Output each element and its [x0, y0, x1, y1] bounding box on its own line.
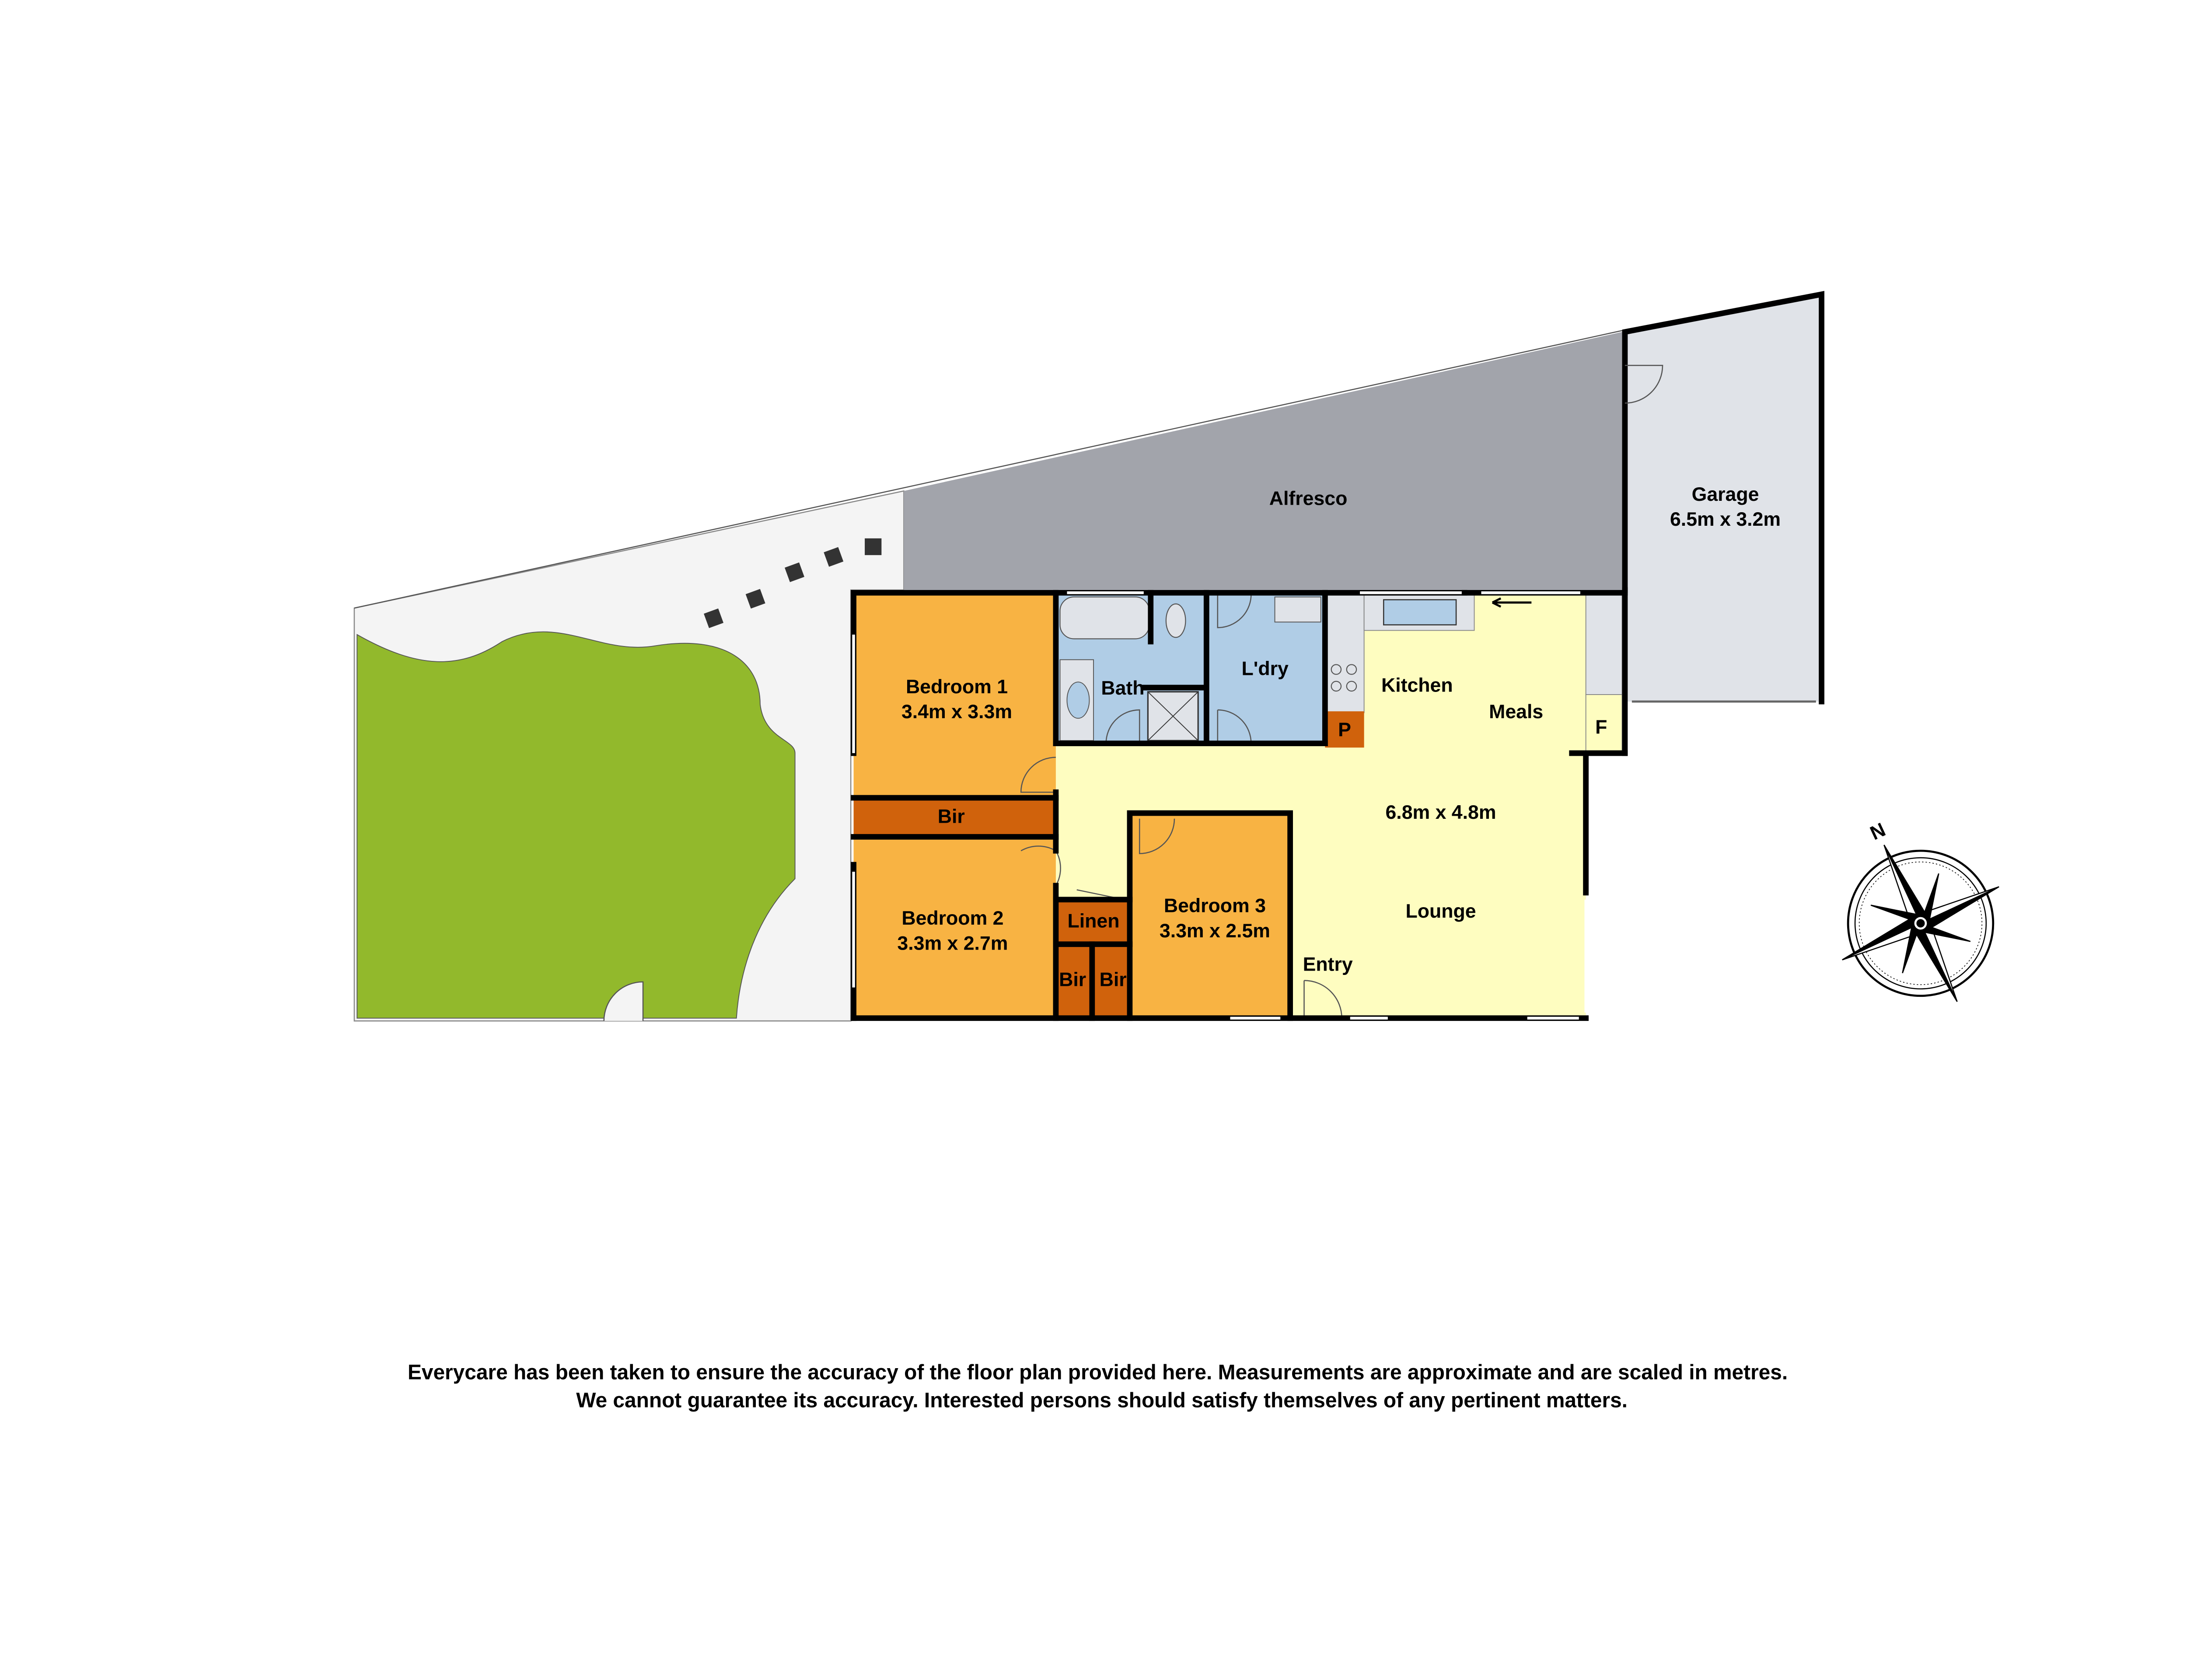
bedroom1-label: Bedroom 1 [906, 676, 1008, 698]
living-area [1055, 593, 1586, 1018]
linen [1055, 899, 1130, 944]
gate[interactable] [603, 981, 644, 1021]
living-size: 6.8m x 4.8m [1385, 802, 1496, 823]
bath-label: Bath [1101, 678, 1144, 699]
entry-label: Entry [1303, 954, 1353, 975]
garage-door[interactable] [1625, 365, 1663, 404]
lawn [356, 631, 796, 1019]
linen-label: Linen [1068, 911, 1120, 932]
boundary-line [354, 330, 1622, 609]
windows [852, 591, 1587, 1020]
laundry-label: L'dry [1242, 658, 1289, 679]
meals-label: Meals [1489, 701, 1543, 723]
pantry [1325, 711, 1364, 748]
bedroom-2 [853, 837, 1056, 1018]
fridge-space [1585, 694, 1623, 754]
floor-plan: Alfresco Garage 6.5m x 3.2m P F Kitchen … [353, 291, 1999, 1412]
disclaimer-line-1: Everycare has been taken to ensure the a… [408, 1361, 1788, 1384]
stepping-stones [704, 538, 882, 629]
bir1-label: Bir [938, 806, 965, 827]
kitchen-label: Kitchen [1381, 675, 1453, 696]
garage-wall [1622, 291, 1824, 705]
bathtub-icon [1059, 596, 1150, 639]
toilet-icon [1165, 603, 1186, 638]
bir-3 [1092, 944, 1130, 1018]
garage [1625, 294, 1822, 702]
disclaimer-line-2: We cannot guarantee its accuracy. Intere… [576, 1389, 1628, 1412]
bir2-label: Bir [1059, 969, 1086, 990]
bir3-label: Bir [1100, 969, 1127, 990]
laundry-tub-icon [1274, 596, 1321, 623]
alfresco-label: Alfresco [1269, 488, 1348, 509]
bedroom3-label: Bedroom 3 [1164, 895, 1266, 916]
pantry-label: P [1338, 720, 1351, 741]
basin-icon [1066, 681, 1090, 719]
shower-cross [1147, 691, 1198, 741]
cooktop-icon [1331, 664, 1357, 692]
bedroom-1 [853, 593, 1056, 798]
bedroom1-size: 3.4m x 3.3m [901, 701, 1012, 723]
compass-north-label: N [1867, 819, 1889, 844]
arrow-icon [1492, 597, 1532, 608]
bir-1 [853, 797, 1056, 837]
bedroom-3 [1129, 813, 1290, 1018]
lounge-label: Lounge [1405, 901, 1476, 922]
bedroom3-size: 3.3m x 2.5m [1160, 920, 1270, 942]
cupboard [1585, 592, 1623, 695]
bir-2 [1055, 944, 1092, 1018]
bedroom2-size: 3.3m x 2.7m [897, 933, 1008, 954]
compass-rose-icon: N [1842, 819, 1999, 1002]
fridge-label: F [1595, 716, 1607, 738]
garage-size: 6.5m x 3.2m [1670, 509, 1781, 530]
alfresco [904, 332, 1622, 590]
kitchen-counter [1324, 592, 1365, 713]
bedroom2-label: Bedroom 2 [901, 908, 1003, 929]
garage-label: Garage [1692, 484, 1759, 505]
sink-icon [1383, 599, 1457, 625]
